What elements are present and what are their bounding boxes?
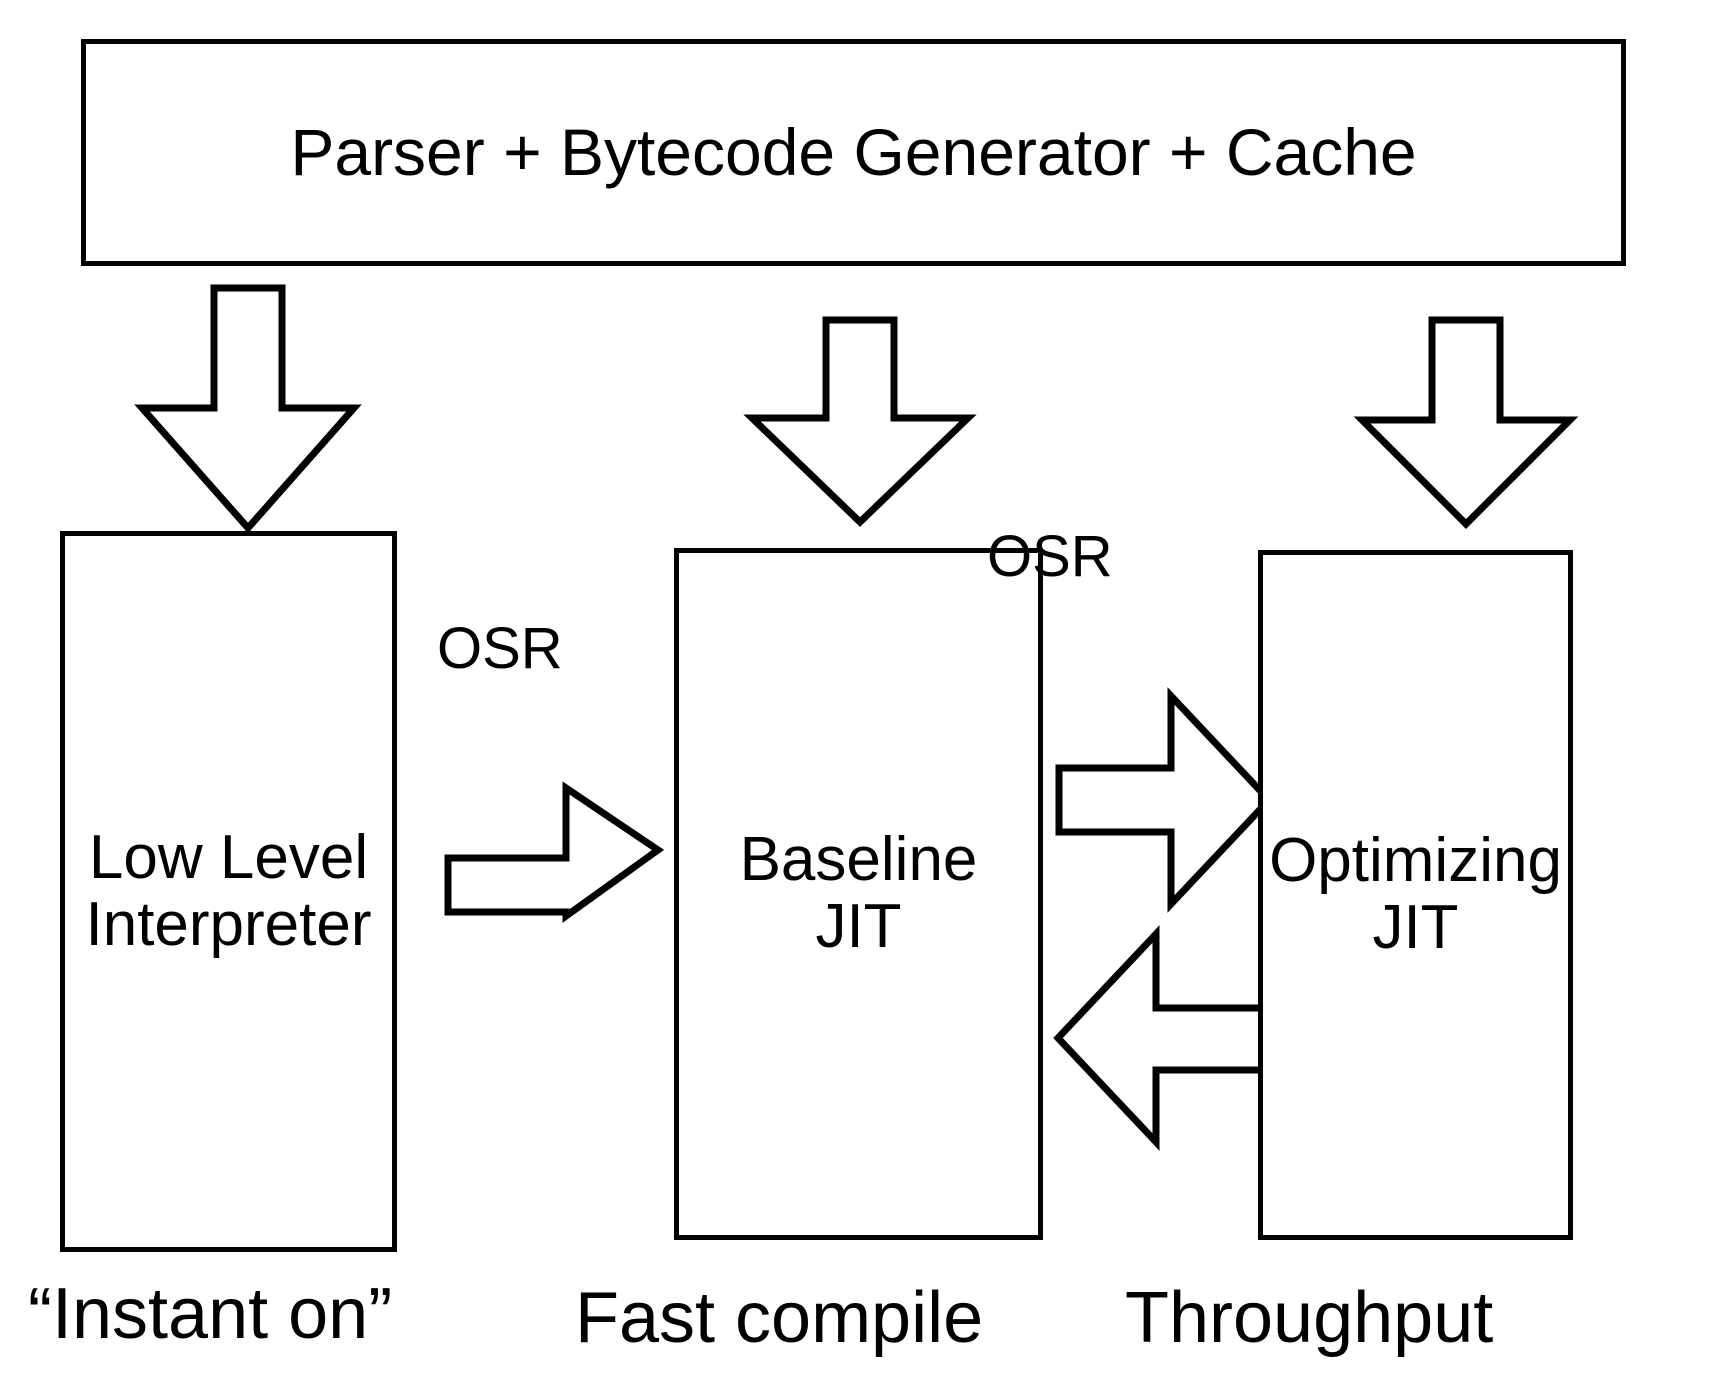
low-level-interpreter-box: Low Level Interpreter <box>60 531 397 1252</box>
optimizing-jit-label: Optimizing JIT <box>1269 826 1562 962</box>
parser-bytecode-cache-box: Parser + Bytecode Generator + Cache <box>81 39 1626 266</box>
right-arrow-interpreter-to-baseline-icon <box>444 781 665 923</box>
right-arrow-baseline-to-optimizing-icon <box>1055 687 1274 913</box>
osr-label-baseline-to-optimizing: OSR <box>987 524 1113 589</box>
down-arrow-to-interpreter-icon <box>134 284 362 534</box>
down-arrow-to-baseline-icon <box>743 316 977 527</box>
optimizing-jit-box: Optimizing JIT <box>1258 550 1573 1240</box>
left-arrow-optimizing-to-baseline-icon <box>1053 925 1272 1151</box>
caption-instant-on: “Instant on” <box>28 1274 393 1354</box>
caption-throughput: Throughput <box>1125 1278 1494 1358</box>
baseline-jit-box: Baseline JIT <box>674 548 1043 1240</box>
osr-label-interpreter-to-baseline: OSR <box>437 616 563 681</box>
caption-fast-compile: Fast compile <box>575 1278 984 1358</box>
low-level-interpreter-label: Low Level Interpreter <box>85 822 372 959</box>
baseline-jit-label: Baseline JIT <box>739 825 978 961</box>
down-arrow-to-optimizing-icon <box>1353 316 1579 529</box>
parser-bytecode-cache-label: Parser + Bytecode Generator + Cache <box>290 114 1417 189</box>
